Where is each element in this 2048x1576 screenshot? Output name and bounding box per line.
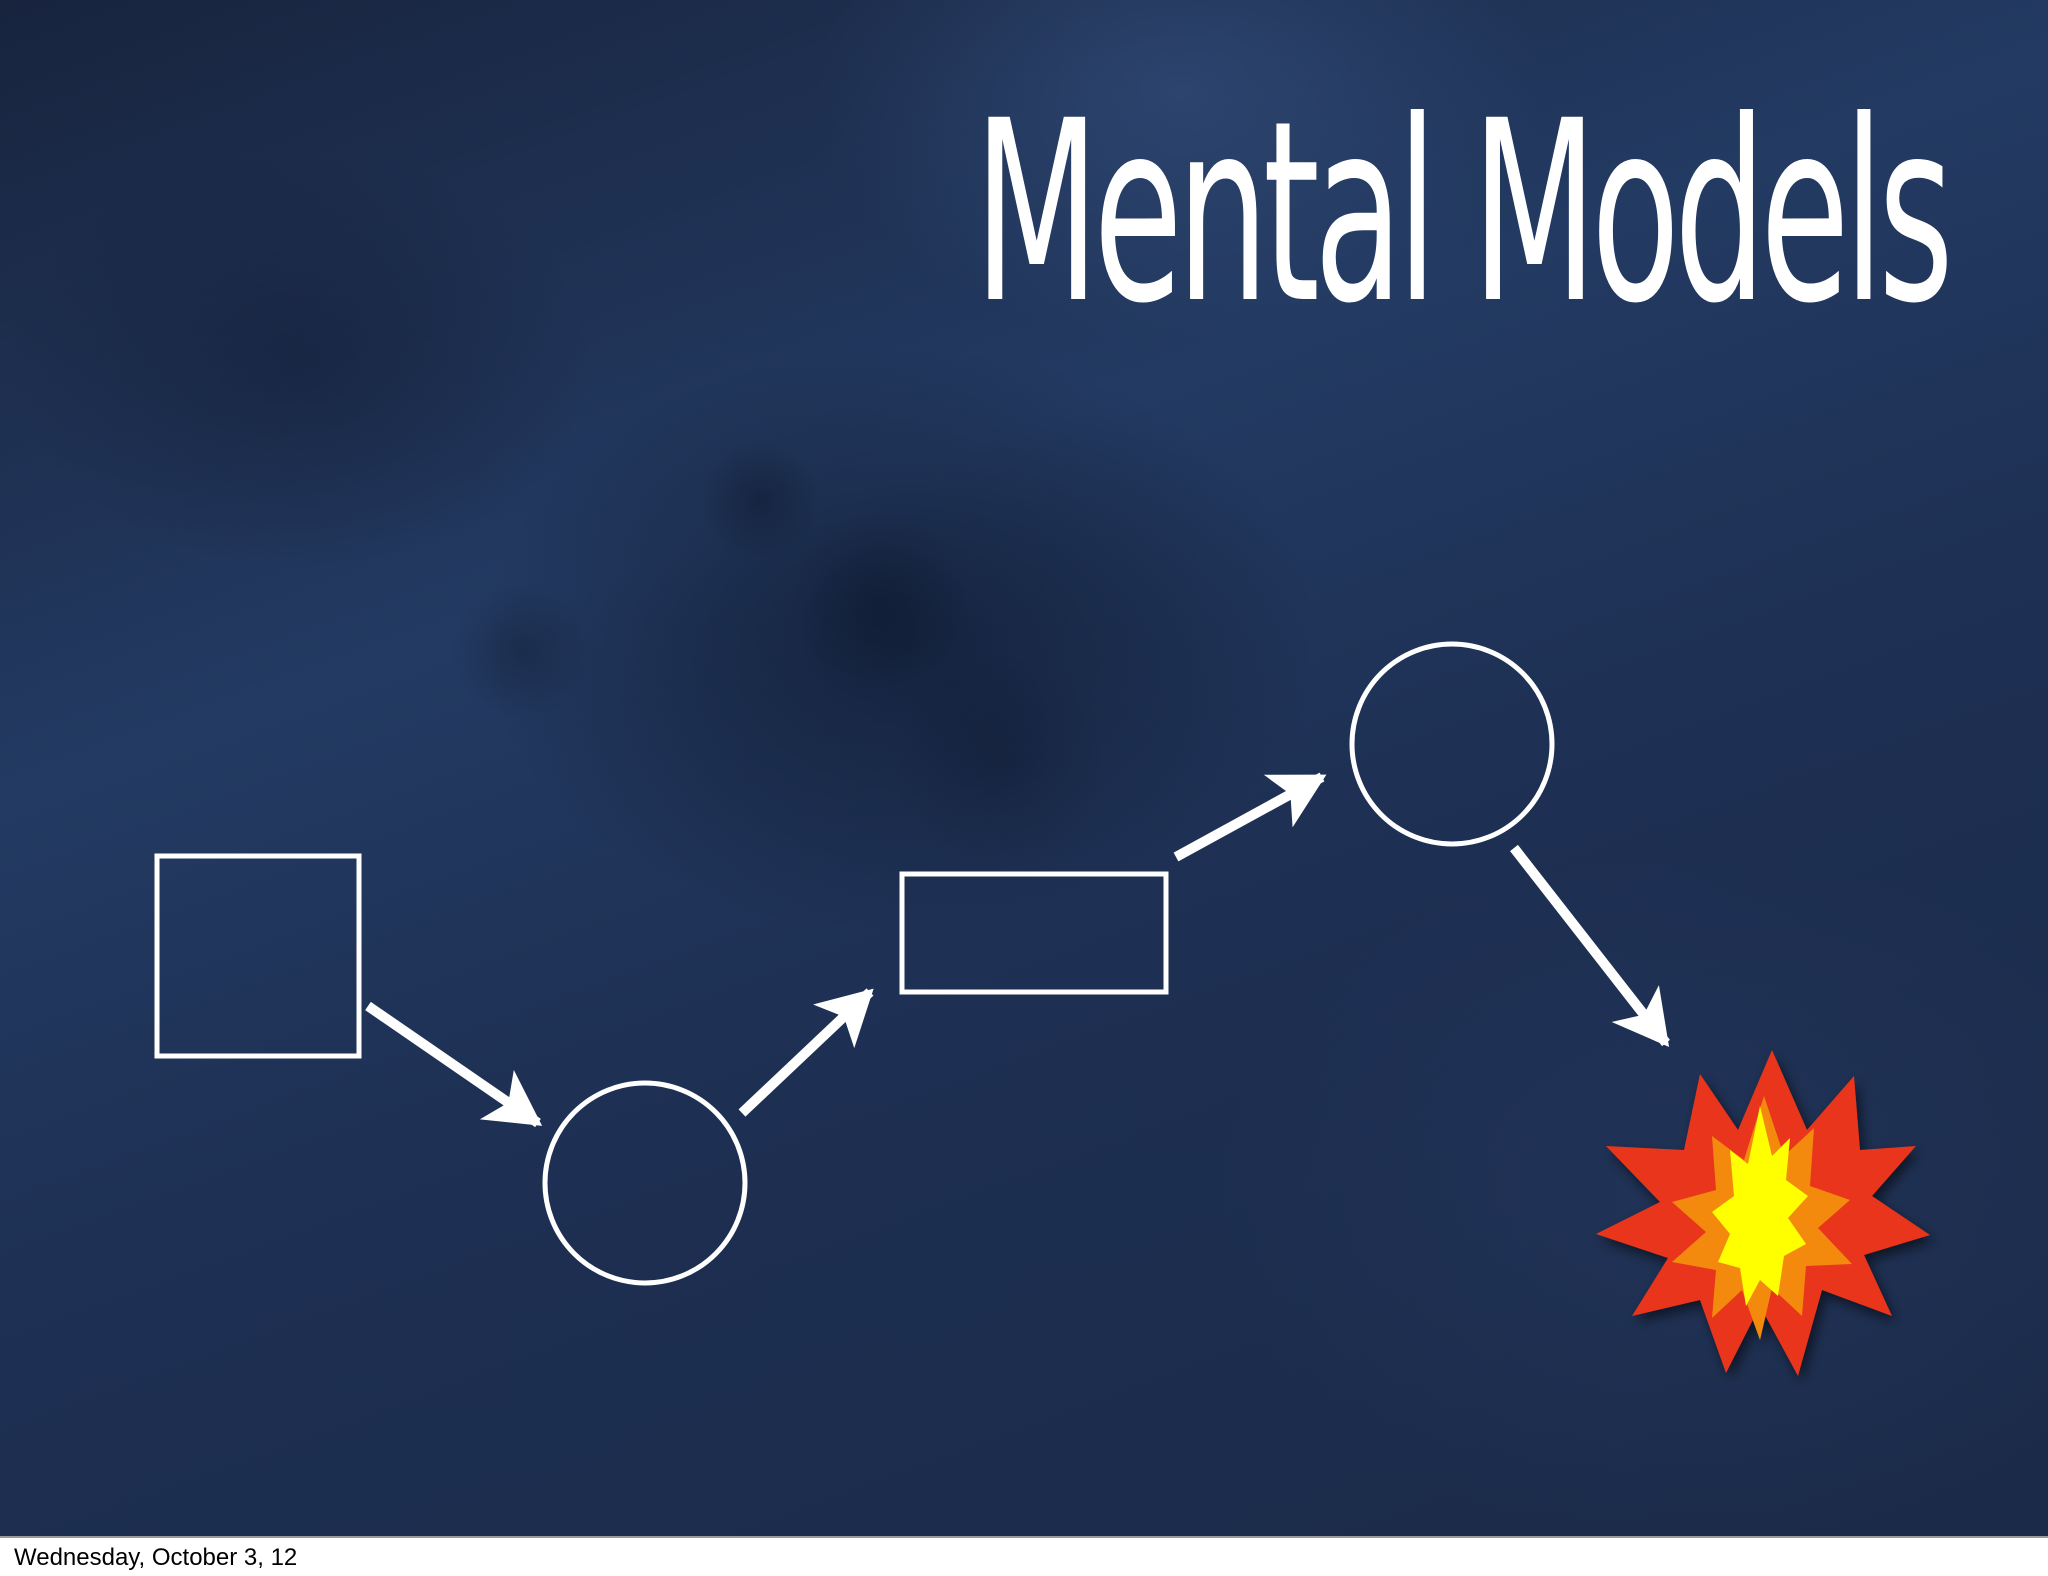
flow-diagram — [154, 641, 1930, 1376]
slide-title: Mental Models — [974, 67, 1954, 358]
arrow-square-to-circle — [365, 1001, 543, 1128]
circle-node — [1349, 641, 1555, 847]
footer-bar: Wednesday, October 3, 12 — [0, 1536, 2048, 1576]
explosion-inner-burst — [1712, 1106, 1808, 1306]
circle-node — [542, 1080, 748, 1286]
slide: Mental Models — [0, 0, 2048, 1536]
rectangle-node — [899, 871, 1169, 995]
square-node — [154, 853, 362, 1059]
arrow-rectangle-to-circle — [1173, 772, 1327, 862]
footer-date: Wednesday, October 3, 12 — [14, 1544, 298, 1571]
arrow-circle-to-rectangle — [738, 988, 874, 1117]
explosion-icon — [1596, 1050, 1930, 1376]
arrow-circle-to-explosion — [1510, 844, 1670, 1047]
